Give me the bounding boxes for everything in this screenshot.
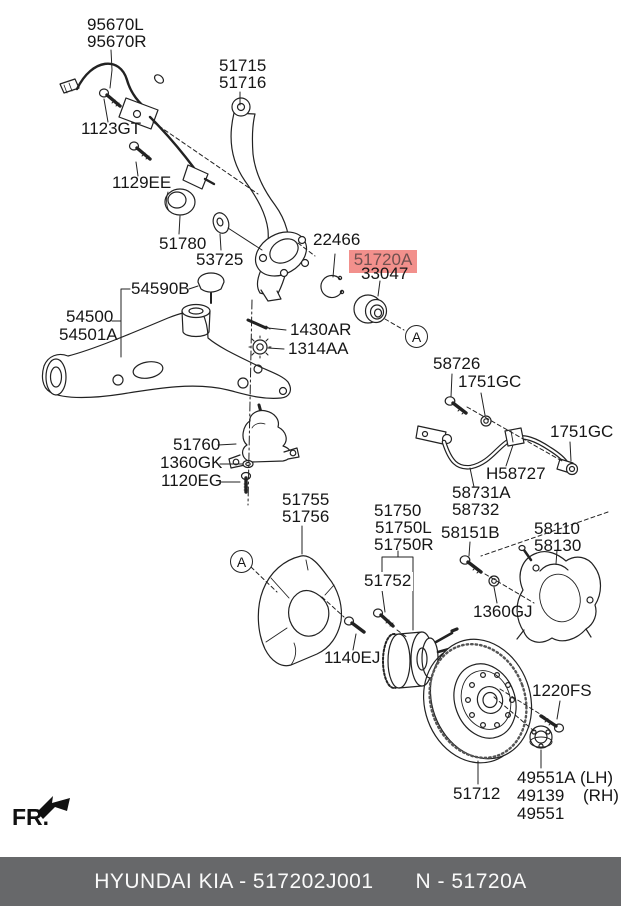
center-lines: [247, 299, 253, 506]
bolt-51752-drawing: [372, 608, 395, 628]
part-label-49551A: 49551A: [517, 768, 576, 787]
bearing-51720A-drawing: [353, 294, 388, 324]
bolt-58726-drawing: [444, 396, 468, 415]
front-direction-label: FR.: [12, 804, 50, 830]
fr-arrow-icon: [37, 796, 70, 819]
part-label-1360GK: 1360GK: [160, 453, 223, 472]
washer-1360GK-drawing: [242, 459, 254, 469]
part-label-22466: 22466: [313, 230, 361, 249]
part-label-51712: 51712: [453, 784, 501, 803]
part-label-51750L: 51750L: [375, 518, 432, 537]
snap-ring-22466-drawing: [320, 274, 345, 299]
ball-joint-51760-drawing: [228, 403, 300, 469]
part-label-49551: 49551: [517, 804, 565, 823]
highlight-box-51720A: 51720A: [349, 250, 417, 273]
part-label-1140EJ: 1140EJ: [324, 648, 381, 667]
part-label-1129EE: 1129EE: [112, 173, 172, 192]
part-label-51750: 51750: [374, 501, 422, 520]
part-label-95670L: 95670L: [87, 15, 144, 34]
footer-bar: HYUNDAI KIA - 517202J001 N - 51720A: [0, 857, 621, 906]
part-label-58130: 58130: [534, 536, 582, 555]
part-label-54500: 54500: [66, 307, 114, 326]
part-label-1360GJ: 1360GJ: [473, 602, 533, 621]
bolt-1120EG-drawing: [240, 471, 252, 494]
part-label-51755: 51755: [282, 490, 330, 509]
control-arm-drawing: [41, 303, 291, 399]
seal-51780-drawing: [164, 188, 196, 216]
part-label-51716: 51716: [219, 73, 267, 92]
dust-shield-51755-drawing: [257, 555, 343, 667]
part-label-95670R: 95670R: [87, 32, 147, 51]
nut-49551A-drawing: [529, 725, 553, 749]
part-label-51715: 51715: [219, 56, 267, 75]
part-label-58732: 58732: [452, 500, 500, 519]
nut-1751GC-right-drawing: [565, 462, 579, 476]
assembly-dashed-lines: [152, 121, 609, 732]
abs-sensor-drawing: [59, 62, 216, 190]
section-marker-letter: A: [236, 553, 247, 570]
part-label-54501A: 54501A: [59, 325, 118, 344]
footer-brand-code: HYUNDAI KIA - 517202J001: [94, 869, 374, 893]
bolt-1140EJ-drawing: [343, 616, 366, 634]
part-label-51756: 51756: [282, 507, 330, 526]
part-label-51760: 51760: [173, 435, 221, 454]
part-label-1220FS: 1220FS: [532, 681, 592, 700]
disc-51712-drawing: [422, 638, 533, 764]
part-label-58151B: 58151B: [441, 523, 500, 542]
footer-part-ref: N - 51720A: [415, 869, 527, 893]
bolt-1220FS-drawing: [539, 714, 565, 733]
bolt-1123GT-drawing: [98, 88, 122, 108]
part-label-1123GT: 1123GT: [81, 119, 142, 138]
part-label-53725: 53725: [196, 250, 244, 269]
knuckle-drawing: [230, 97, 310, 302]
bolt-58151B-drawing: [459, 555, 483, 574]
part-label-33047: 33047: [361, 264, 409, 283]
part-label-H58727: H58727: [486, 464, 546, 483]
part-label-49551A-side: (LH): [580, 768, 614, 787]
part-label-49139-side: (RH): [583, 786, 619, 805]
caliper-58110-drawing: [516, 544, 602, 643]
brake-hose-58731A-drawing: [415, 425, 574, 474]
washer-53725-drawing: [212, 212, 230, 234]
nut-1360GJ-drawing: [488, 575, 500, 587]
section-marker-a-bearing: A: [405, 325, 428, 348]
part-label-54590B: 54590B: [131, 279, 190, 298]
part-label-1120EG: 1120EG: [161, 471, 223, 490]
part-label-1751GC-left: 1751GC: [458, 372, 522, 391]
part-label-58726: 58726: [433, 354, 481, 373]
bump-stop-54590B-drawing: [197, 272, 225, 304]
part-label-58110: 58110: [534, 519, 581, 538]
part-label-51780: 51780: [159, 234, 207, 253]
section-marker-a-shield: A: [230, 550, 253, 573]
nut-1314AA-drawing: [248, 335, 272, 359]
part-label-51750R: 51750R: [374, 535, 434, 554]
part-label-51752: 51752: [362, 571, 414, 591]
part-label-51720A-highlighted: 51720A: [353, 250, 413, 269]
part-label-1430AR: 1430AR: [288, 320, 354, 340]
part-label-1751GC-right: 1751GC: [550, 422, 614, 441]
section-marker-letter: A: [411, 328, 422, 345]
part-label-1314AA: 1314AA: [286, 339, 351, 359]
bolt-1129EE-drawing: [128, 141, 152, 161]
part-label-58731A: 58731A: [452, 483, 511, 502]
part-label-49139: 49139: [517, 786, 565, 805]
leader-lines: [103, 49, 572, 785]
